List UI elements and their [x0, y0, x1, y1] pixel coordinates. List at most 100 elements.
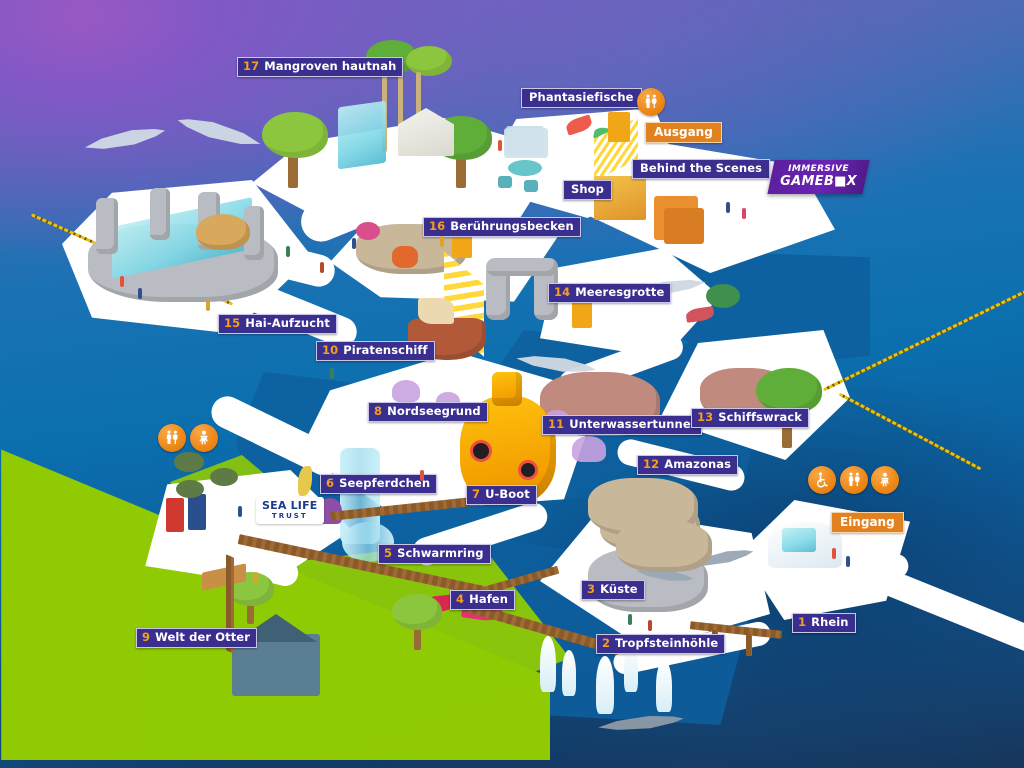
attraction-number: 4	[456, 592, 465, 606]
jellyfish-figure	[572, 436, 606, 462]
rainforest-canopy	[756, 368, 822, 414]
entrance-badge[interactable]: Eingang	[831, 512, 904, 533]
attraction-number: 10	[322, 343, 339, 357]
shark-figure	[174, 107, 264, 158]
attraction-number: 13	[697, 410, 714, 424]
poi-label-phantasiefische[interactable]: Phantasiefische	[521, 88, 642, 109]
anemone-figure	[356, 222, 380, 240]
visitor-figure	[206, 300, 210, 311]
visitor-figure	[120, 276, 124, 287]
attraction-number: 17	[243, 59, 260, 73]
visitor-figure	[254, 572, 258, 583]
lawn-tree-trunk	[247, 598, 254, 624]
info-kiosk	[166, 498, 184, 532]
attraction-label-text: U-Boot	[485, 487, 530, 501]
turtle-figure	[174, 452, 204, 472]
attraction-label-k-ste[interactable]: 3 Küste	[581, 580, 645, 601]
attraction-label-text: Hai-Aufzucht	[245, 316, 330, 330]
attraction-label-text: Rhein	[811, 615, 849, 629]
shark-figure	[82, 118, 168, 160]
submarine-porthole	[470, 440, 492, 462]
rock-pillar	[244, 206, 264, 260]
rock-pillar	[96, 198, 118, 254]
amazon-rock	[616, 520, 712, 572]
restroom-icon[interactable]	[840, 466, 868, 494]
attraction-number: 14	[554, 285, 571, 299]
attraction-label-text: Meeresgrotte	[575, 285, 665, 299]
palm-trunk	[416, 72, 421, 152]
visitor-figure	[648, 620, 652, 631]
visitor-figure	[742, 208, 746, 219]
visitor-figure	[846, 556, 850, 567]
visitor-figure	[726, 202, 730, 213]
exit-badge[interactable]: Ausgang	[645, 122, 722, 143]
visitor-figure	[286, 246, 290, 257]
activity-stool	[498, 176, 512, 188]
restroom-icon[interactable]	[637, 88, 665, 116]
attraction-label-text: Schiffswrack	[718, 410, 803, 424]
attraction-number: 1	[798, 615, 807, 629]
poi-label-shop[interactable]: Shop	[563, 180, 613, 201]
visitor-figure	[320, 262, 324, 273]
palm-trunk	[398, 74, 403, 152]
attraction-label-text: Berührungsbecken	[450, 219, 574, 233]
gamebox-line-1: IMMERSIVE	[788, 164, 849, 174]
attraction-label-rhein[interactable]: 1 Rhein	[792, 613, 856, 634]
visitor-figure	[440, 236, 444, 247]
attraction-label-schiffswrack[interactable]: 13 Schiffswrack	[691, 408, 810, 429]
attraction-number: 6	[326, 476, 335, 490]
touch-pool-door	[452, 232, 472, 258]
boundary-rail-east	[838, 392, 982, 471]
palm-cluster	[406, 46, 452, 76]
attraction-number: 5	[384, 546, 393, 560]
visitor-figure	[832, 548, 836, 559]
stalactite	[624, 644, 638, 692]
attraction-label-piratenschiff[interactable]: 10 Piratenschiff	[316, 341, 435, 362]
turtle-figure	[706, 284, 740, 308]
visitor-figure	[238, 506, 242, 517]
exit-doorway	[608, 112, 630, 142]
immersive-gamebox-logo[interactable]: IMMERSIVE GAMEB■X	[767, 160, 870, 194]
mangrove-tent	[398, 108, 454, 156]
attraction-number: 11	[548, 417, 565, 431]
stalactite	[540, 636, 556, 692]
attraction-number: 3	[587, 582, 596, 596]
seahorse-figure	[298, 466, 312, 496]
attraction-label-text: Piratenschiff	[343, 343, 428, 357]
sealife-line-1: SEA LIFE	[262, 499, 318, 512]
grotto-door	[572, 300, 592, 328]
visitor-figure	[330, 368, 334, 379]
turtle-figure	[210, 468, 238, 486]
stalactite	[656, 660, 672, 712]
attraction-label-meeresgrotte[interactable]: 14 Meeresgrotte	[548, 283, 672, 304]
stalactite	[562, 650, 576, 696]
poi-label-text: Phantasiefische	[529, 90, 634, 104]
poi-label-behind-the-scenes[interactable]: Behind the Scenes	[632, 159, 771, 180]
poi-label-text: Shop	[571, 182, 605, 196]
wheelchair-icon[interactable]	[808, 466, 836, 494]
attraction-label-u-boot[interactable]: 7 U-Boot	[466, 485, 537, 506]
rhein-post	[746, 634, 752, 656]
attraction-label-text: Nordseegrund	[387, 404, 481, 418]
stingray-figure	[196, 214, 250, 250]
attraction-number: 7	[472, 487, 481, 501]
baby-change-icon[interactable]	[190, 424, 218, 452]
attraction-label-text: Küste	[600, 582, 638, 596]
attraction-label-text: Welt der Otter	[155, 630, 250, 644]
starfish-figure	[392, 246, 418, 268]
attraction-number: 2	[602, 636, 611, 650]
sea-life-trust-logo[interactable]: SEA LIFE TRUST	[256, 497, 324, 524]
baby-change-icon[interactable]	[871, 466, 899, 494]
restroom-icon[interactable]	[158, 424, 186, 452]
